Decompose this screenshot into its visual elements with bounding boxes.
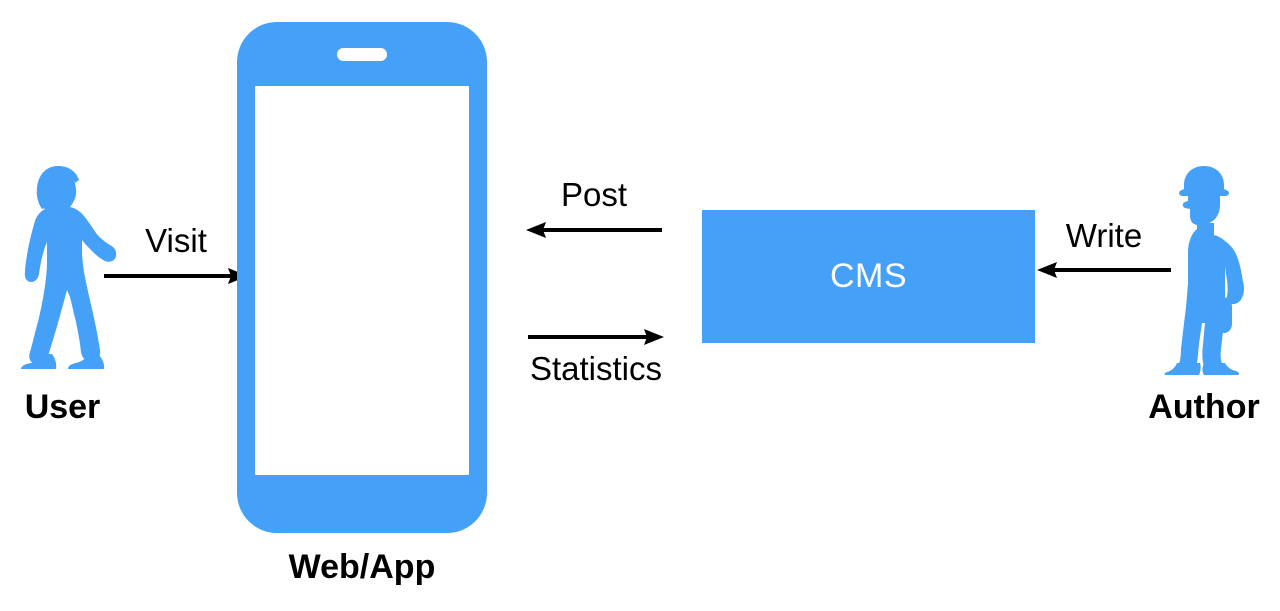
arrow-visit	[104, 268, 248, 284]
node-label-user: User	[24, 388, 101, 426]
cms-node: CMS	[702, 210, 1035, 343]
arrow-statistics	[528, 329, 664, 345]
node-label-webapp: Web/App	[288, 548, 436, 586]
phone-screen	[255, 86, 469, 475]
user-figure-icon	[21, 166, 117, 369]
node-label-author: Author	[1148, 388, 1260, 426]
edge-label-statistics: Statistics	[529, 350, 663, 387]
webapp-phone	[237, 22, 487, 533]
node-label-cms: CMS	[829, 257, 908, 295]
author-figure-icon	[1164, 166, 1244, 375]
phone-speaker-icon	[337, 48, 387, 61]
edge-label-write: Write	[1065, 217, 1143, 254]
arrow-post	[526, 222, 662, 238]
arrow-write	[1037, 262, 1171, 278]
edge-label-post: Post	[560, 176, 628, 213]
edge-label-visit: Visit	[145, 222, 207, 259]
